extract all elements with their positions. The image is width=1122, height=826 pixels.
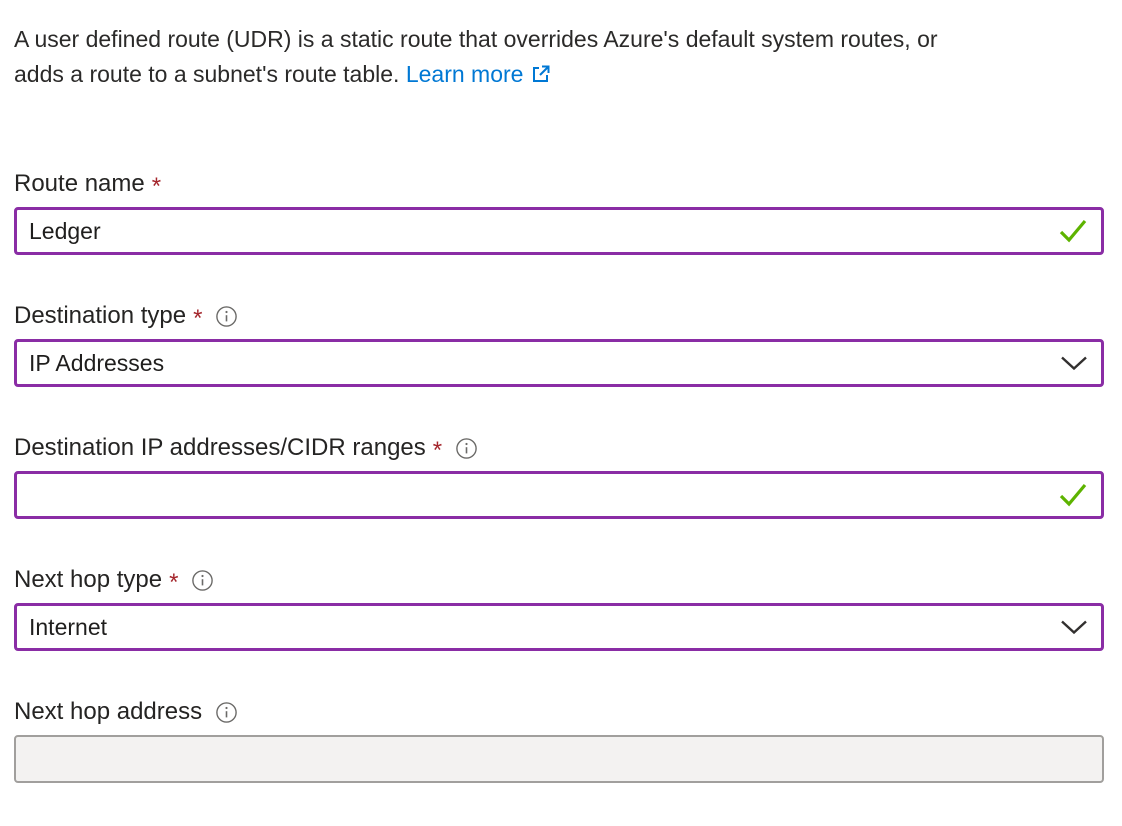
- udr-description: A user defined route (UDR) is a static r…: [14, 22, 1104, 95]
- next-hop-address-label-row: Next hop address: [14, 697, 1104, 727]
- external-link-icon: [530, 60, 552, 95]
- info-icon[interactable]: [215, 305, 238, 328]
- required-asterisk: *: [193, 305, 203, 332]
- learn-more-link[interactable]: Learn more: [405, 61, 524, 87]
- info-icon[interactable]: [455, 437, 478, 460]
- destination-ip-label: Destination IP addresses/CIDR ranges: [14, 434, 426, 461]
- destination-type-label: Destination type: [14, 302, 187, 329]
- info-icon[interactable]: [191, 569, 214, 592]
- next-hop-type-value: Internet: [29, 613, 107, 640]
- next-hop-address-input: [14, 735, 1104, 783]
- required-asterisk: *: [151, 173, 162, 200]
- required-asterisk: *: [169, 569, 179, 596]
- destination-ip-input[interactable]: [14, 471, 1104, 519]
- route-name-label: Route name: [14, 170, 145, 197]
- required-asterisk: *: [432, 437, 443, 464]
- field-next-hop-address: Next hop address: [14, 697, 1104, 783]
- next-hop-type-label-row: Next hop type *: [14, 565, 1104, 595]
- destination-type-value: IP Addresses: [29, 349, 165, 376]
- description-line2: adds a route to a subnet's route table.: [14, 61, 400, 87]
- next-hop-address-label: Next hop address: [14, 698, 203, 725]
- destination-type-label-row: Destination type *: [14, 301, 1104, 331]
- field-destination-type: Destination type * IP Addresses: [14, 301, 1104, 387]
- route-name-input[interactable]: [14, 207, 1104, 255]
- next-hop-type-dropdown[interactable]: Internet: [14, 603, 1104, 651]
- description-line1: A user defined route (UDR) is a static r…: [14, 26, 938, 52]
- destination-type-dropdown[interactable]: IP Addresses: [14, 339, 1104, 387]
- field-route-name: Route name *: [14, 169, 1104, 255]
- next-hop-type-label: Next hop type: [14, 566, 163, 593]
- info-icon[interactable]: [215, 701, 238, 724]
- field-next-hop-type: Next hop type * Internet: [14, 565, 1104, 651]
- field-destination-ip: Destination IP addresses/CIDR ranges *: [14, 433, 1104, 519]
- route-name-label-row: Route name *: [14, 169, 1104, 199]
- destination-ip-label-row: Destination IP addresses/CIDR ranges *: [14, 433, 1104, 463]
